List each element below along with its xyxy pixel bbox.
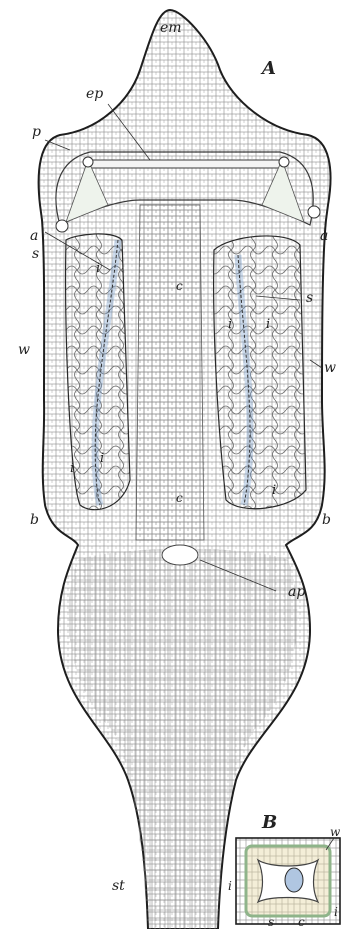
label-b-i-right: i bbox=[334, 905, 338, 919]
label-b-right: b bbox=[322, 512, 331, 528]
label-b-w: w bbox=[330, 825, 341, 839]
label-w-left: w bbox=[18, 342, 30, 358]
label-b-s: s bbox=[268, 915, 274, 929]
label-em: em bbox=[160, 20, 182, 36]
label-i-right-1: i bbox=[228, 317, 232, 332]
ap-node bbox=[162, 545, 198, 565]
label-i-right-2: i bbox=[266, 317, 270, 332]
label-b-c: c bbox=[298, 915, 305, 929]
label-a-left: a bbox=[30, 228, 38, 244]
label-st: st bbox=[112, 878, 125, 894]
node-ep-right bbox=[279, 157, 289, 167]
label-p: p bbox=[32, 124, 41, 140]
panel-a-label: A bbox=[260, 58, 276, 79]
ep-band bbox=[88, 160, 282, 168]
label-c-top: c bbox=[176, 279, 183, 293]
label-i-low-right: i bbox=[272, 483, 276, 498]
label-ep: ep bbox=[86, 86, 103, 102]
label-a-right: a bbox=[320, 228, 328, 244]
node-a-left bbox=[56, 220, 68, 232]
label-b-i-left: i bbox=[228, 879, 232, 893]
right-cavity bbox=[214, 236, 306, 509]
panel-b-label: B bbox=[261, 812, 277, 833]
node-p bbox=[83, 157, 93, 167]
label-w-right: w bbox=[324, 360, 336, 376]
label-i-top-left: i bbox=[96, 261, 100, 276]
central-column bbox=[136, 205, 204, 540]
label-c-mid: c bbox=[176, 491, 183, 505]
panel-b-cross-section: B w i s c i bbox=[228, 812, 341, 929]
label-s-left: s bbox=[32, 246, 39, 262]
node-a-right bbox=[308, 206, 320, 218]
section-central-cell bbox=[285, 868, 303, 892]
label-b-left: b bbox=[30, 512, 39, 528]
label-i-mid-left: i bbox=[100, 451, 104, 466]
label-s-right: s bbox=[306, 290, 313, 306]
label-i-low-left: i bbox=[70, 461, 74, 476]
embryo-body bbox=[39, 10, 331, 929]
label-ap: ap bbox=[288, 584, 305, 600]
